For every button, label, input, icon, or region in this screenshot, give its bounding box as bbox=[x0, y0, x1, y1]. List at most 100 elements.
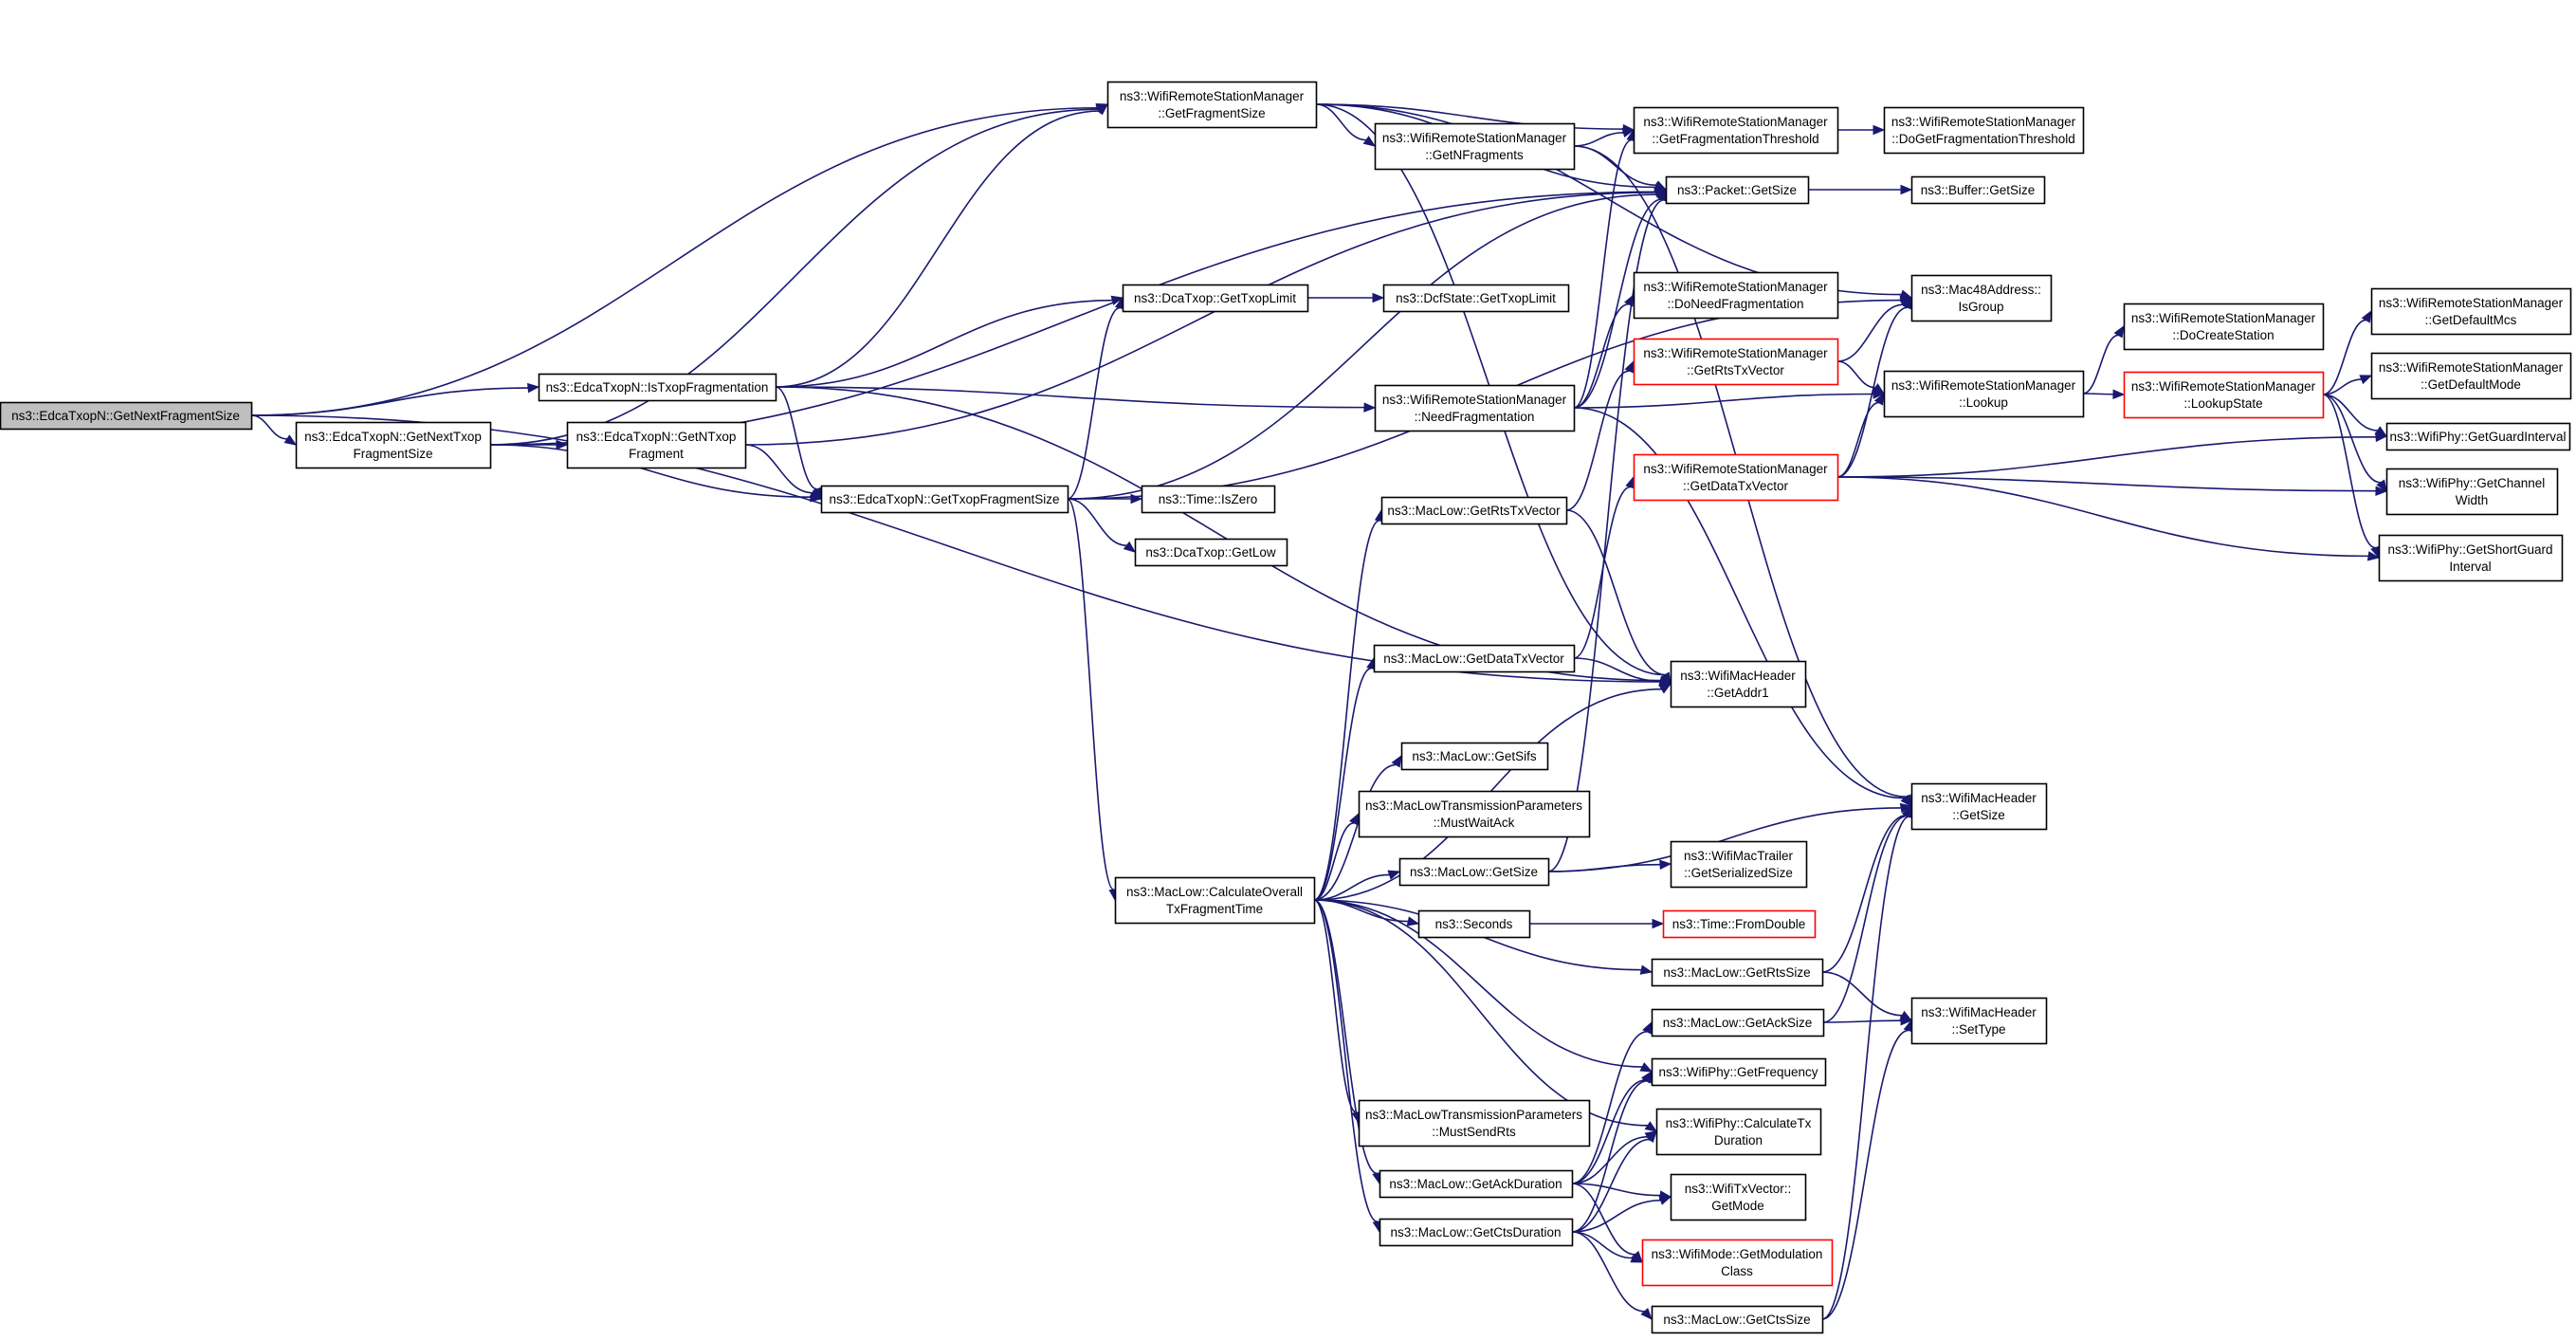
node-label: ns3::Seconds bbox=[1435, 917, 1513, 931]
node-label: ns3::MacLow::GetDataTxVector bbox=[1383, 652, 1564, 666]
function-node-maclow-getctssize[interactable]: ns3::MacLow::GetCtsSize bbox=[1651, 1305, 1824, 1334]
function-node-maclow-getrtssize[interactable]: ns3::MacLow::GetRtsSize bbox=[1651, 958, 1824, 987]
node-label: ns3::WifiRemoteStationManager bbox=[1382, 131, 1567, 145]
function-node-mac48-isgroup[interactable]: ns3::Mac48Address::IsGroup bbox=[1910, 274, 2053, 322]
function-node-wrsm-docreatestation[interactable]: ns3::WifiRemoteStationManager::DoCreateS… bbox=[2123, 303, 2325, 351]
node-box bbox=[295, 421, 492, 469]
node-label: ns3::DcaTxop::GetTxopLimit bbox=[1134, 291, 1296, 305]
call-edge bbox=[1307, 292, 1385, 303]
node-label: ns3::WifiRemoteStationManager bbox=[2131, 379, 2316, 394]
function-node-time-fromdouble[interactable]: ns3::Time::FromDouble bbox=[1662, 909, 1817, 939]
node-label: ns3::WifiRemoteStationManager bbox=[2379, 296, 2564, 310]
node-box bbox=[1380, 496, 1568, 525]
function-node-maclow-getsize[interactable]: ns3::MacLow::GetSize bbox=[1398, 857, 1550, 887]
node-label: ns3::MacLow::GetCtsSize bbox=[1663, 1312, 1810, 1327]
function-node-maclow-getacksize[interactable]: ns3::MacLow::GetAckSize bbox=[1651, 1008, 1825, 1037]
function-node-maclow-getsifs[interactable]: ns3::MacLow::GetSifs bbox=[1400, 742, 1549, 771]
node-label: ns3::EdcaTxopN::GetNTxop bbox=[576, 430, 737, 444]
node-label: ns3::EdcaTxopN::IsTxopFragmentation bbox=[546, 380, 769, 395]
function-node-maclow-getdatatxvector[interactable]: ns3::MacLow::GetDataTxVector bbox=[1373, 644, 1576, 673]
arrowhead-icon bbox=[1387, 870, 1401, 880]
function-node-wrsm-getrtstxvector[interactable]: ns3::WifiRemoteStationManager::GetRtsTxV… bbox=[1633, 338, 1839, 386]
node-label: ns3::WifiRemoteStationManager bbox=[1643, 280, 1828, 294]
function-node-wifimacheader-getaddr1[interactable]: ns3::WifiMacHeader::GetAddr1 bbox=[1670, 660, 1807, 708]
node-label: ::DoNeedFragmentation bbox=[1667, 297, 1803, 311]
function-node-wrsm-getdefaultmcs[interactable]: ns3::WifiRemoteStationManager::GetDefaul… bbox=[2370, 287, 2572, 336]
function-node-gettxopfragsize[interactable]: ns3::EdcaTxopN::GetTxopFragmentSize bbox=[820, 485, 1069, 514]
function-node-wifimacheader-getsize[interactable]: ns3::WifiMacHeader::GetSize bbox=[1910, 782, 2048, 831]
function-node-packet-getsize[interactable]: ns3::Packet::GetSize bbox=[1665, 175, 1810, 205]
call-edge bbox=[1836, 296, 1912, 478]
call-edge bbox=[2322, 375, 2373, 395]
arrowhead-icon bbox=[2366, 551, 2381, 561]
function-node-root[interactable]: ns3::EdcaTxopN::GetNextFragmentSize bbox=[0, 401, 253, 431]
function-node-wifitxvector-getmode[interactable]: ns3::WifiTxVector::GetMode bbox=[1670, 1173, 1807, 1221]
arrowhead-icon bbox=[1873, 392, 1885, 406]
function-node-dcatxop-getlow[interactable]: ns3::DcaTxop::GetLow bbox=[1134, 538, 1288, 567]
function-node-maclow-getrtstxvector[interactable]: ns3::MacLow::GetRtsTxVector bbox=[1380, 496, 1568, 525]
function-node-seconds[interactable]: ns3::Seconds bbox=[1417, 909, 1531, 939]
function-node-wrsm-doneedfrag[interactable]: ns3::WifiRemoteStationManager::DoNeedFra… bbox=[1633, 271, 1839, 320]
node-label: ns3::MacLow::GetCtsDuration bbox=[1390, 1225, 1561, 1239]
function-node-wrsm-needfrag[interactable]: ns3::WifiRemoteStationManager::NeedFragm… bbox=[1374, 384, 1576, 432]
call-edge bbox=[1565, 359, 1635, 511]
node-label: ns3::DcaTxop::GetLow bbox=[1145, 545, 1276, 560]
call-edge bbox=[775, 103, 1109, 388]
function-node-istxopfrag[interactable]: ns3::EdcaTxopN::IsTxopFragmentation bbox=[538, 373, 777, 402]
function-node-maclow-calcoverall[interactable]: ns3::MacLow::CalculateOverallTxFragmentT… bbox=[1114, 876, 1316, 925]
node-box bbox=[1141, 485, 1276, 514]
call-edge bbox=[1313, 754, 1402, 901]
function-node-dcatxop-gettxoplimit[interactable]: ns3::DcaTxop::GetTxopLimit bbox=[1122, 284, 1309, 313]
node-label: ns3::MacLow::GetRtsSize bbox=[1663, 965, 1810, 980]
call-edge bbox=[2322, 394, 2387, 493]
node-box bbox=[1651, 1008, 1825, 1037]
node-box bbox=[1651, 958, 1824, 987]
function-node-wrsm-getfragsize[interactable]: ns3::WifiRemoteStationManager::GetFragme… bbox=[1106, 81, 1318, 129]
arrowhead-icon bbox=[1391, 754, 1402, 768]
node-label: ns3::WifiRemoteStationManager bbox=[1382, 393, 1567, 407]
function-node-mltp-mustwaitack[interactable]: ns3::MacLowTransmissionParameters::MustW… bbox=[1358, 790, 1591, 838]
call-edge bbox=[1836, 360, 1886, 395]
function-node-maclow-getackduration[interactable]: ns3::MacLow::GetAckDuration bbox=[1379, 1169, 1574, 1199]
node-label: ns3::WifiMacHeader bbox=[1680, 669, 1796, 683]
function-node-mltp-mustsendrts[interactable]: ns3::MacLowTransmissionParameters::MustS… bbox=[1358, 1099, 1591, 1147]
call-edge bbox=[1573, 475, 1635, 659]
call-edge bbox=[1067, 498, 1137, 553]
function-node-wrsm-lookupstate[interactable]: ns3::WifiRemoteStationManager::LookupSta… bbox=[2123, 371, 2325, 419]
node-label: ::GetNFragments bbox=[1425, 148, 1524, 162]
function-node-wifiphy-getguardinterval[interactable]: ns3::WifiPhy::GetGuardInterval bbox=[2385, 422, 2571, 451]
node-box bbox=[0, 401, 253, 431]
arrowhead-icon bbox=[1653, 180, 1668, 191]
function-node-maclow-getctsduration[interactable]: ns3::MacLow::GetCtsDuration bbox=[1379, 1218, 1574, 1247]
function-node-wrsm-getfragthresh[interactable]: ns3::WifiRemoteStationManager::GetFragme… bbox=[1633, 106, 1839, 155]
function-node-wrsm-getnfrag[interactable]: ns3::WifiRemoteStationManager::GetNFragm… bbox=[1374, 122, 1576, 171]
call-edge bbox=[1822, 1016, 1913, 1026]
function-node-wifimacheader-settype[interactable]: ns3::WifiMacHeader::SetType bbox=[1910, 997, 2048, 1045]
node-box bbox=[1400, 742, 1549, 771]
function-node-wrsm-lookup[interactable]: ns3::WifiRemoteStationManager::Lookup bbox=[1883, 370, 2085, 418]
call-edge bbox=[1313, 899, 1653, 1073]
function-node-dcfstate-gettxoplimit[interactable]: ns3::DcfState::GetTxopLimit bbox=[1382, 284, 1570, 313]
function-node-wifimactrailer-getser[interactable]: ns3::WifiMacTrailer::GetSerializedSize bbox=[1670, 840, 1808, 889]
function-node-wrsm-dogetfragthresh[interactable]: ns3::WifiRemoteStationManager::DoGetFrag… bbox=[1883, 106, 2085, 155]
arrowhead-icon bbox=[1406, 916, 1420, 927]
function-node-wrsm-getdefaultmode[interactable]: ns3::WifiRemoteStationManager::GetDefaul… bbox=[2370, 352, 2572, 400]
node-box bbox=[1662, 909, 1817, 939]
node-label: ns3::MacLow::GetAckDuration bbox=[1389, 1177, 1562, 1191]
node-box bbox=[1106, 81, 1318, 129]
function-node-wifiphy-getfrequency[interactable]: ns3::WifiPhy::GetFrequency bbox=[1651, 1057, 1827, 1087]
function-node-time-iszero[interactable]: ns3::Time::IsZero bbox=[1141, 485, 1276, 514]
node-label: TxFragmentTime bbox=[1166, 902, 1263, 916]
function-node-wrsm-getdatatxvector[interactable]: ns3::WifiRemoteStationManager::GetDataTx… bbox=[1633, 453, 1839, 502]
function-node-buffer-getsize[interactable]: ns3::Buffer::GetSize bbox=[1910, 175, 2046, 205]
node-label: ns3::WifiMacTrailer bbox=[1684, 849, 1794, 863]
call-edge bbox=[1313, 656, 1377, 901]
node-label: ns3::WifiTxVector:: bbox=[1685, 1182, 1792, 1196]
arrowhead-icon bbox=[1645, 1129, 1657, 1144]
